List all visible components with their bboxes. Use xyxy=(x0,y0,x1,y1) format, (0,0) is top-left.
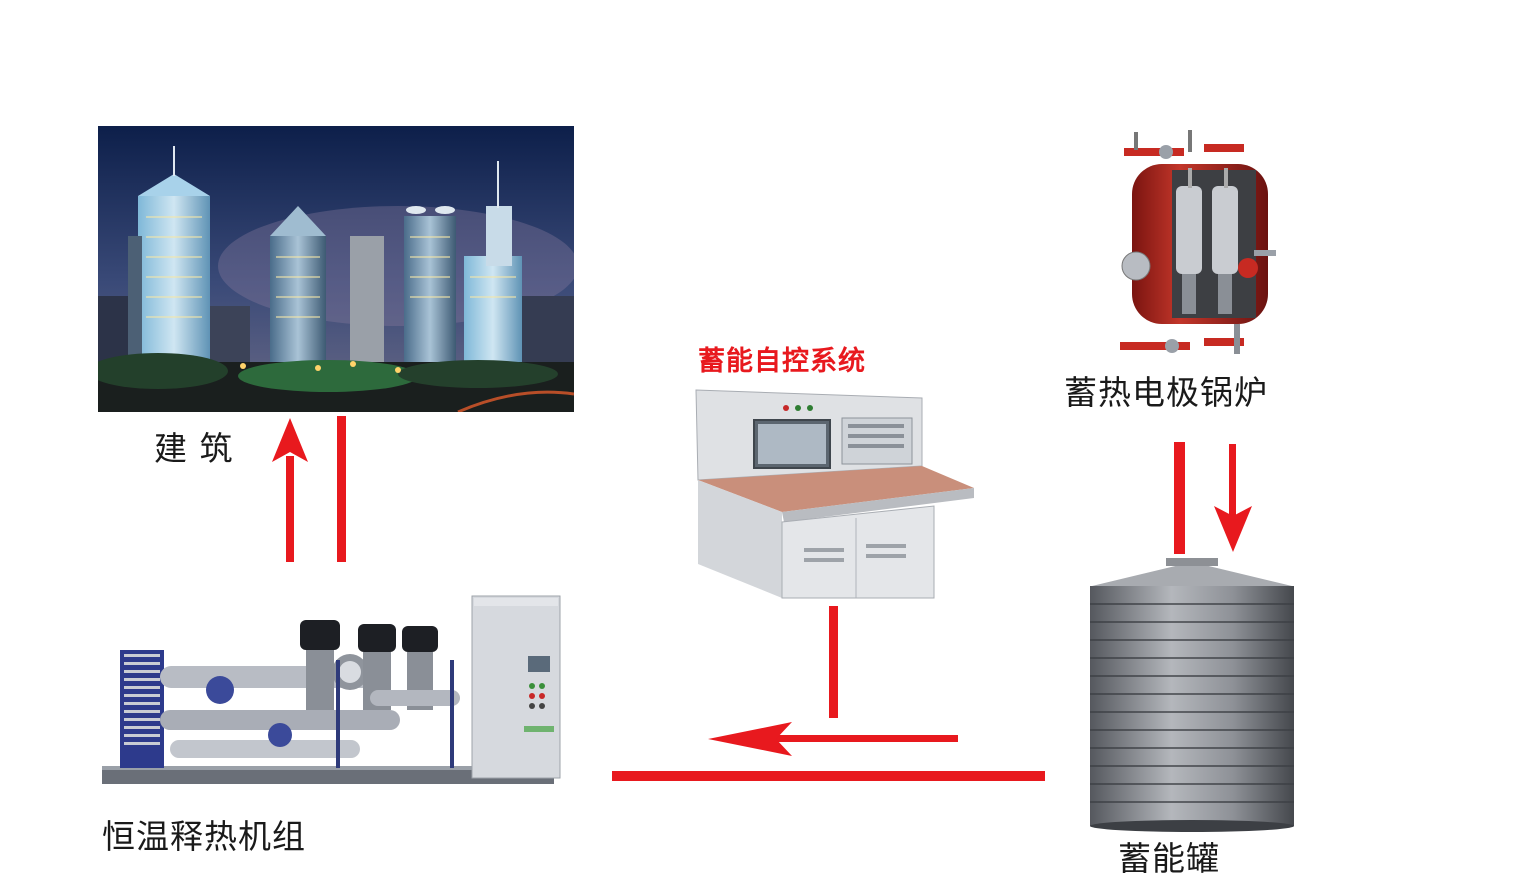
boiler-inlet-line xyxy=(1229,444,1236,518)
building-return-line xyxy=(337,416,346,562)
flow-line-lower xyxy=(612,771,1045,781)
storage-tank-label: 蓄能罐 xyxy=(1118,839,1220,878)
control-signal-line xyxy=(829,606,838,718)
building-photo xyxy=(98,126,574,412)
left-arrow-head xyxy=(708,722,792,756)
building-label: 建 筑 xyxy=(154,429,234,468)
boiler-label: 蓄热电极锅炉 xyxy=(1064,373,1268,412)
heat-unit-label: 恒温释热机组 xyxy=(102,817,306,856)
down-arrow-head xyxy=(1214,506,1252,552)
storage-tank-image xyxy=(1086,558,1298,834)
building-supply-line xyxy=(286,456,294,562)
boiler-image xyxy=(1114,124,1286,364)
control-system-label: 蓄能自控系统 xyxy=(698,346,866,377)
control-console-image xyxy=(694,388,976,600)
up-arrow-head xyxy=(272,418,308,462)
flow-line-upper xyxy=(744,735,958,742)
boiler-outlet-line xyxy=(1174,442,1185,554)
heat-unit-image xyxy=(100,590,570,800)
